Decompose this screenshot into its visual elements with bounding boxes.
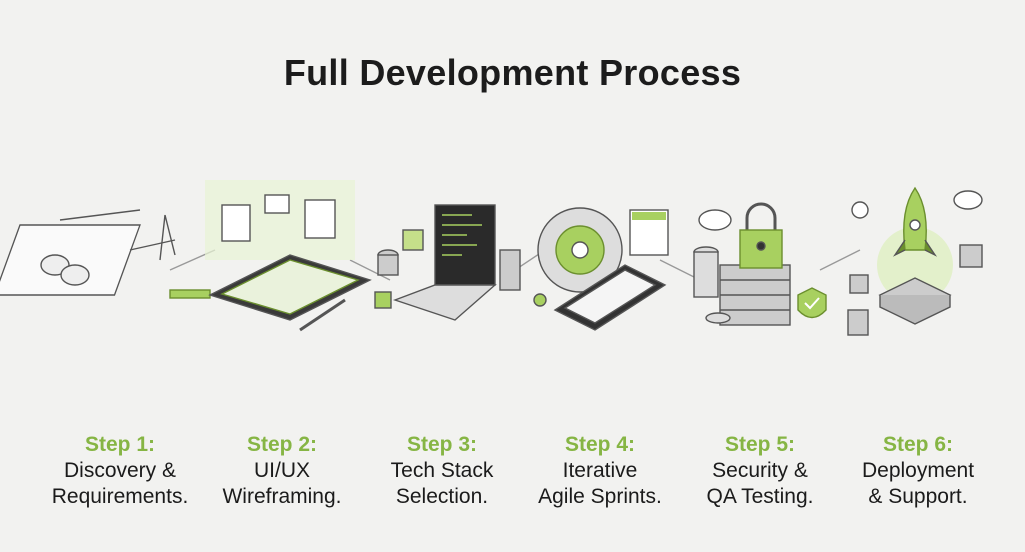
step-label-line1: Iterative	[562, 459, 638, 482]
step-6: Step 6: Deployment & Support.	[828, 432, 1008, 510]
step-1: Step 1: Discovery & Requirements.	[30, 432, 210, 510]
step-number: Step 1:	[84, 433, 155, 456]
step-label-line1: Deployment	[861, 459, 975, 482]
step-label-line1: Security &	[712, 459, 808, 482]
step-label-line2: & Support.	[868, 485, 968, 508]
blueprint-icon	[0, 209, 211, 299]
tablet-wireframe-icon	[205, 180, 372, 332]
connector-line	[169, 249, 861, 281]
gear-phone-icon	[533, 207, 669, 331]
step-label-line2: QA Testing.	[706, 485, 814, 508]
step-label-line2: Agile Sprints.	[538, 485, 662, 508]
step-label-line2: Wireframing.	[222, 485, 342, 508]
step-label-line1: Tech Stack	[390, 459, 494, 482]
step-5: Step 5: Security & QA Testing.	[670, 432, 850, 510]
page-title: Full Development Process	[283, 52, 742, 93]
step-3: Step 3: Tech Stack Selection.	[352, 432, 532, 510]
laptop-code-icon	[374, 204, 521, 321]
rocket-launch-icon	[847, 186, 983, 336]
step-label-line2: Requirements.	[51, 485, 189, 508]
step-label-line2: Selection.	[395, 485, 489, 508]
step-label-line1: Discovery &	[63, 459, 177, 482]
step-number: Step 4:	[564, 433, 635, 456]
step-number: Step 2:	[246, 433, 317, 456]
step-2: Step 2: UI/UX Wireframing.	[192, 432, 372, 510]
lock-server-icon	[693, 202, 827, 326]
step-number: Step 5:	[724, 433, 795, 456]
step-number: Step 3:	[406, 433, 477, 456]
step-label-line1: UI/UX	[253, 459, 310, 482]
step-number: Step 6:	[882, 433, 953, 456]
step-4: Step 4: Iterative Agile Sprints.	[510, 432, 690, 510]
process-illustration	[0, 180, 983, 336]
